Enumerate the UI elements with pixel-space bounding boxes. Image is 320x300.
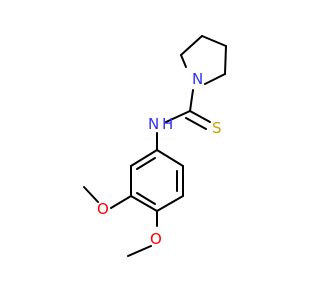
pyrrolidine-bond-5 (180, 54, 187, 68)
pyrrolidine-bond-4 (204, 73, 226, 85)
aromatic-bond-4 (130, 195, 158, 212)
carbon-to-amide-n-bond (165, 110, 191, 123)
methoxy-methyl-bond-1 (83, 186, 99, 203)
pyrrolidine-bond-1 (180, 35, 203, 56)
amide-hydrogen-label: H (162, 115, 173, 133)
thiocarbonyl-double-bond-a (189, 110, 211, 123)
molecule-canvas: N N H S O O (83, 35, 227, 257)
aromatic-bond-6 (130, 149, 158, 167)
thiocarbonyl-double-bond-b (185, 117, 207, 130)
methoxy-oxygen-label-1: O (97, 200, 109, 218)
aromatic-bond-3 (156, 195, 184, 212)
methoxy-oxygen-label-2: O (150, 230, 162, 248)
pyrrolidine-nitrogen-label: N (192, 70, 203, 88)
n-to-thiocarbonyl-bond (189, 89, 194, 112)
aromatic-bond-1 (156, 149, 184, 167)
pyrrolidine-bond-2 (201, 35, 227, 47)
amide-nitrogen-label: N (148, 115, 159, 133)
molecule-structure: N N H S O O (83, 35, 227, 257)
sulfur-label: S (212, 119, 222, 137)
aromatic-inner-double-bond-3 (136, 157, 156, 170)
methoxy-methyl-bond-2 (127, 245, 152, 257)
pyrrolidine-bond-3 (224, 45, 227, 75)
aromatic-inner-double-bond-2 (136, 192, 156, 205)
methoxy-o-bond-1 (110, 195, 132, 209)
